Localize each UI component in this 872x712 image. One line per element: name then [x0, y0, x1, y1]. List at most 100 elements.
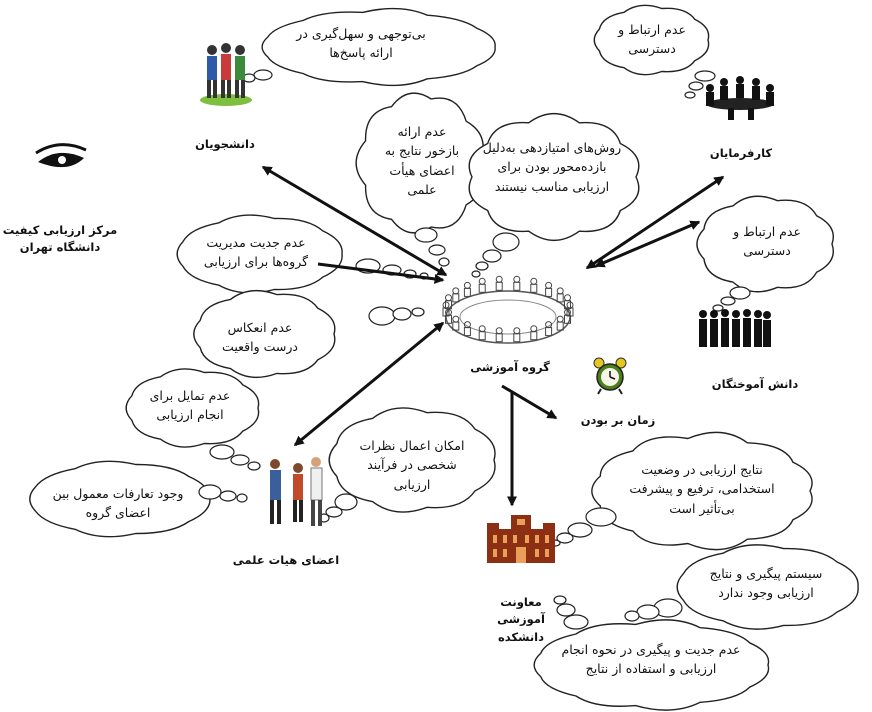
label-students: دانشجویان	[195, 137, 255, 151]
seated-person-body	[513, 333, 521, 343]
seated-person	[530, 325, 538, 333]
thought-bubble	[729, 286, 751, 300]
thought-bubble	[428, 244, 446, 256]
thought-bubble	[368, 306, 396, 326]
thought-bubble	[438, 257, 450, 267]
label-alumni: دانش آموختگان	[711, 377, 799, 391]
arrow-department-time	[501, 384, 558, 420]
thought-bubble	[624, 610, 640, 622]
thought-bubble	[688, 81, 704, 91]
thought-bubble	[482, 249, 502, 263]
thought-bubble	[414, 227, 438, 243]
cloud-careless-answers	[261, 7, 496, 87]
seated-person-body	[556, 321, 564, 331]
thought-bubble	[219, 490, 237, 502]
thought-bubble	[712, 304, 724, 312]
cloud-text-management-seriousness: عدم جدیت مدیریت گروه‌ها برای ارزیابی	[203, 235, 309, 270]
students-icon	[200, 43, 252, 106]
label-department: گروه آموزشی	[470, 360, 550, 374]
seated-person-body	[478, 331, 486, 341]
cloud-employer-no-access	[593, 4, 710, 76]
thought-bubble	[567, 522, 593, 538]
thought-bubble	[556, 532, 574, 544]
thought-bubble	[411, 307, 425, 317]
cloud-courtesies	[29, 460, 211, 538]
thought-bubble	[334, 493, 358, 511]
cloud-text-no-seriousness-followup: عدم جدیت و پیگیری در نحوه انجام ارزیابی …	[561, 642, 741, 677]
alarm-clock-icon	[593, 357, 627, 395]
label-employers: کارفرمایان	[709, 146, 773, 160]
label-vice-dean: معاونت آموزشی دانشکده	[497, 595, 545, 644]
seated-person-body	[445, 300, 452, 310]
seated-person	[452, 287, 460, 295]
cloud-text-careless-answers: بی‌توجهی و سهل‌گیری در ارائه پاسخ‌ها	[296, 26, 426, 61]
cloud-text-no-feedback: عدم ارائه بازخور نتایج به اعضای هیأت علم…	[384, 124, 460, 198]
cloud-text-no-followup-system: سیستم پیگیری و نتایج ارزیابی وجود ندارد	[709, 566, 823, 601]
seated-person	[545, 281, 553, 289]
thought-bubble	[209, 444, 235, 460]
thought-bubble	[230, 454, 250, 466]
seated-person-body	[495, 333, 503, 343]
arrow-students-department	[261, 165, 448, 277]
seated-person-body	[564, 314, 571, 324]
seated-person-body	[564, 300, 571, 310]
thought-bubble	[720, 296, 736, 306]
thought-bubble	[585, 507, 617, 527]
seated-person	[495, 275, 503, 283]
cloud-text-reality-reflection: عدم انعکاس درست واقعیت	[222, 320, 298, 355]
silhouettes-icon	[699, 309, 771, 347]
thought-bubble	[492, 232, 520, 252]
cloud-text-personal-opinions: امکان اعمال نظرات شخصی در فرآیند ارزیابی	[359, 438, 465, 492]
thought-bubble	[475, 261, 489, 271]
seated-person	[478, 325, 486, 333]
seated-person	[495, 327, 503, 335]
thought-bubble	[325, 506, 343, 518]
seated-person-body	[452, 293, 460, 303]
label-time: زمان بر بودن	[580, 413, 656, 427]
seated-person	[478, 277, 486, 285]
meeting-icon	[706, 76, 774, 120]
seated-person	[556, 287, 564, 295]
seated-person-body	[478, 283, 486, 293]
seated-person-body	[530, 283, 538, 293]
cloud-no-followup-system	[676, 544, 859, 630]
handshake-icon	[270, 457, 323, 526]
cloud-no-impact	[591, 431, 813, 551]
seated-person-body	[452, 321, 460, 331]
seated-person-body	[545, 287, 553, 297]
arrow-faculty-department	[293, 321, 445, 447]
thought-bubble	[198, 484, 222, 500]
cloud-text-scoring-methods: روش‌های امتیازدهی به‌دلیل بازده‌محور بود…	[482, 140, 622, 194]
cloud-text-no-impact: نتایج ارزیابی در وضعیت استخدامی، ترفیع و…	[629, 462, 775, 516]
seated-person	[556, 315, 564, 323]
label-faculty: اعضای هیات علمی	[232, 553, 340, 567]
cloud-no-seriousness-followup	[533, 619, 770, 711]
seated-person	[463, 281, 471, 289]
cloud-text-alumni-no-access: عدم ارتباط و دسترسی	[733, 224, 801, 259]
thought-bubble	[563, 614, 589, 630]
eye-icon	[35, 143, 87, 168]
building-icon	[487, 515, 555, 563]
thought-bubble	[236, 493, 248, 503]
round-table-icon	[442, 275, 574, 344]
seated-person-body	[530, 331, 538, 341]
thought-bubble	[392, 307, 412, 321]
seated-person-body	[463, 287, 471, 297]
seated-person-body	[513, 281, 521, 291]
thought-bubble	[471, 270, 481, 278]
seated-person-body	[495, 281, 503, 291]
seated-person	[445, 294, 452, 302]
thought-bubble	[694, 70, 716, 82]
cloud-text-unwillingness: عدم تمایل برای انجام ارزیابی	[149, 388, 231, 423]
seated-person-body	[545, 327, 553, 337]
thought-bubble	[636, 604, 660, 620]
label-quality-center: مرکز ارزیابی کیفیت دانشگاه تهران	[2, 223, 118, 255]
thought-bubble	[247, 461, 261, 471]
seated-person-body	[463, 327, 471, 337]
cloud-text-courtesies: وجود تعارفات معمول بین اعضای گروه	[52, 486, 184, 521]
seated-person	[530, 277, 538, 285]
thought-bubble	[556, 603, 576, 617]
thought-bubble	[553, 595, 567, 605]
seated-person-body	[556, 293, 564, 303]
